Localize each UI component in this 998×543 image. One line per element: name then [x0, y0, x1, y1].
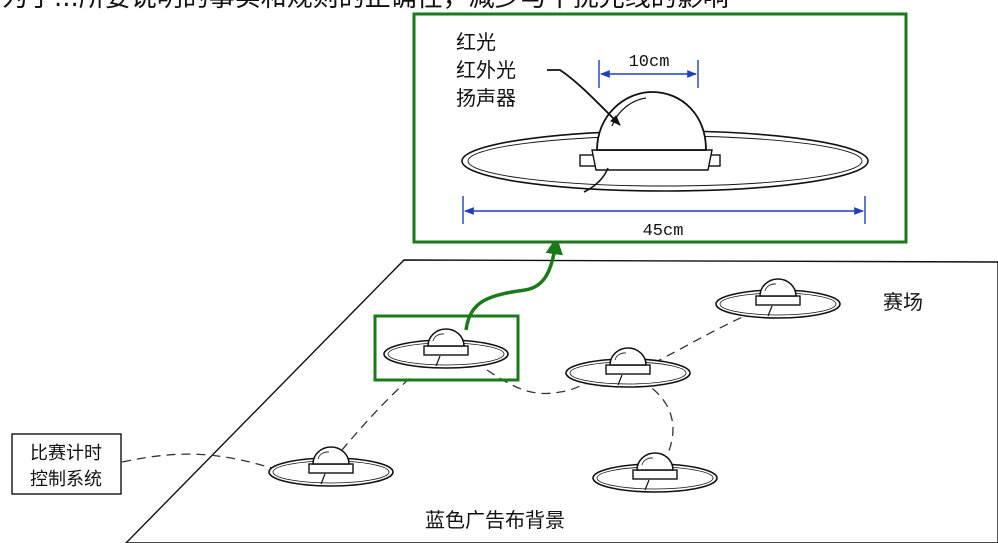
cropped-heading-text: 为了...所要说明的事实和规则的正确性，减少与干扰光线的影响 — [2, 0, 729, 13]
zoom-arrow — [464, 236, 563, 331]
label-infrared: 红外光 — [456, 58, 516, 82]
dimension-label-10cm: 10cm — [629, 53, 670, 72]
light-pad-detail — [461, 91, 869, 193]
dimension-dome-width — [598, 60, 699, 88]
control-box-line2: 控制系统 — [30, 469, 102, 490]
backdrop-label: 蓝色广告布背景 — [425, 508, 565, 532]
control-box-line1: 比赛计时 — [30, 443, 102, 464]
control-system-box: 比赛计时 控制系统 — [11, 433, 122, 495]
dimension-base-width — [462, 196, 866, 224]
label-leader-arrow — [547, 69, 621, 126]
field-mat — [125, 259, 998, 543]
label-red-light: 红光 — [456, 30, 496, 54]
highlight-box — [373, 314, 520, 382]
dimension-label-45cm: 45cm — [643, 222, 684, 241]
label-speaker: 扬声器 — [456, 86, 516, 110]
field-label: 赛场 — [883, 290, 923, 314]
